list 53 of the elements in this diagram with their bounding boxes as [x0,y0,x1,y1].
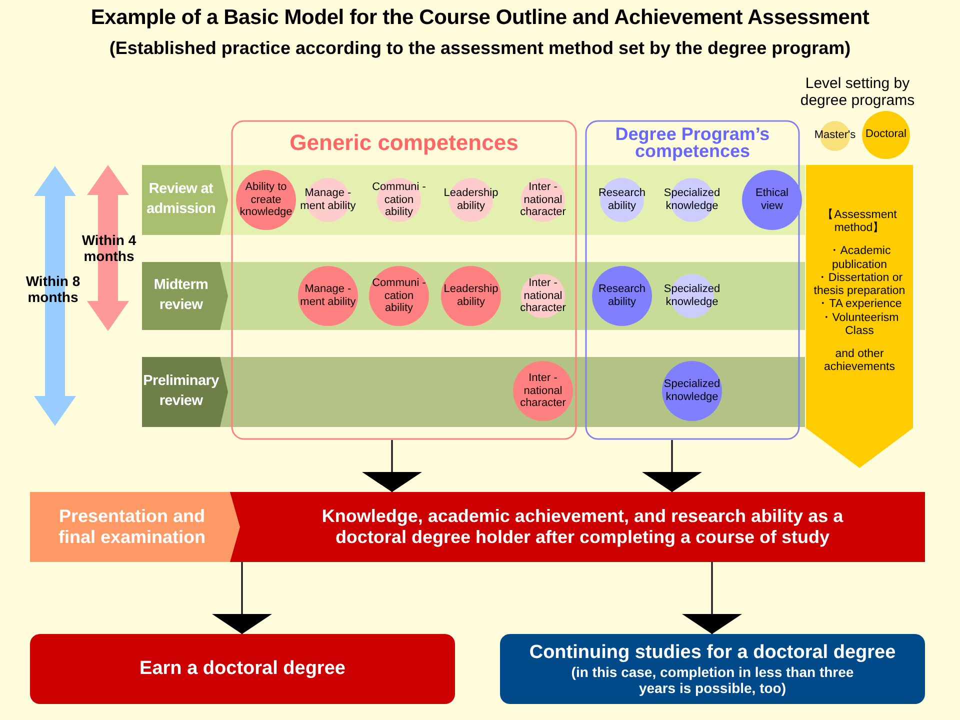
arrow [212,562,272,634]
competence-label: Manage -ment ability [299,283,357,309]
competence-label: Ability to create knowledge [238,181,294,219]
annotation-text: Within 8 months [24,273,82,305]
node-label: ・Academic publication [827,245,892,272]
node-label: ・Volunteerism Class [819,312,900,338]
competence-label: Specialized knowledge [663,187,721,213]
competence-label: Leadership ability [442,187,500,213]
competence-label: Research ability [597,283,647,309]
result-box [500,634,925,704]
stage-tab [142,262,228,330]
stage-tab [142,165,228,235]
node-label: Earn a doctoral degree [140,658,346,680]
competence-label: Ethical view [754,187,790,213]
arrow [642,440,702,492]
annotation-text: Level setting by degree programs [799,75,916,109]
node-label: Review at admission [145,180,216,219]
competence-group [585,120,800,440]
title: Example of a Basic Model for the Course Outline and Achievement Assessment [90,6,870,30]
competence-label: Leadership ability [442,283,500,309]
node-label: Knowledge, academic achievement, and research ability as a doctoral degree holder after completing a course of study [320,506,844,548]
competence-label: Communi -cation ability [371,181,427,219]
competence-label: Manage -ment ability [299,187,357,213]
annotation-text: Within 4 months [80,232,138,264]
node-label: (in this case, completion in less than three years is possible, too) [570,664,855,696]
outcome-bar [240,492,925,562]
competence-label: Specialized knowledge [663,283,721,309]
node-label: ・TA experience [816,298,903,312]
assessment-panel [806,165,913,468]
competence-label: Research ability [597,187,647,213]
node-label: Degree Program’s competences [614,126,771,160]
node-label: Preliminary review [142,372,220,411]
subtitle: (Established practice according to the assessment method set by the degree program) [108,38,852,59]
result-box [30,634,455,704]
arrow [682,562,742,634]
competence-label: Inter -national character [519,181,567,219]
node-label: Midterm review [152,276,210,315]
stage-tab [142,357,228,427]
arrow [362,440,422,492]
competence-label: Communi -cation ability [371,277,427,315]
competence-group [231,120,577,440]
node-label: Generic competences [290,130,518,156]
node-label: 【Assessment method】 [821,209,898,236]
competence-label: Specialized knowledge [663,378,721,404]
competence-label: Inter -national character [519,277,567,315]
stage-chevron [30,492,240,562]
legend-label: Master's [813,129,857,141]
node-label: Presentation and final examination [57,506,207,548]
node-label: ・Dissertation or thesis preparation [812,272,906,298]
competence-label: Inter -national character [519,372,567,410]
node-label: Continuing studies for a doctoral degree [529,642,896,664]
node-label: and other achievements [823,348,896,374]
legend-label: Doctoral [864,128,908,140]
